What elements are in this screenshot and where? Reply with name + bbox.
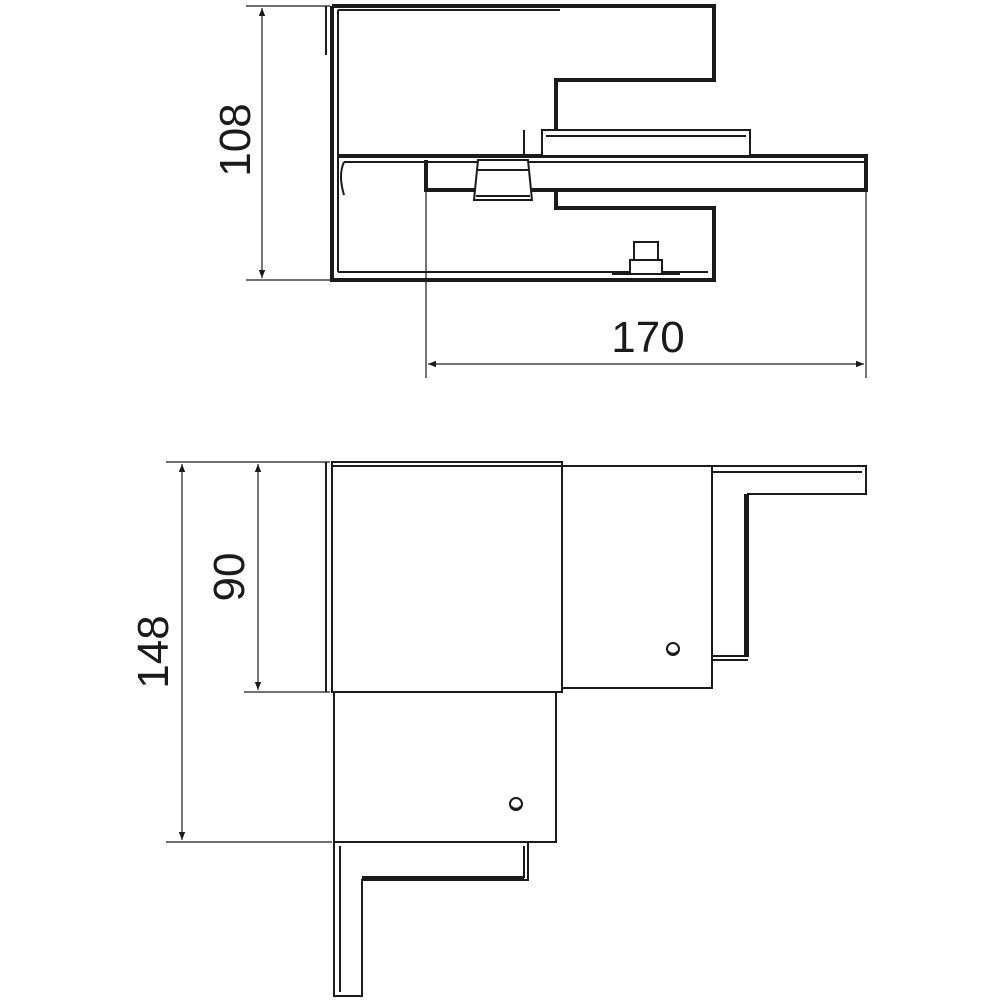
dim-108-label: 108 [211,103,260,176]
bottom-right-screw-detail [667,650,679,655]
top-clip [472,130,534,201]
top-housing-outline [330,6,716,282]
top-fastener [612,241,680,275]
dim-170: 170 [425,192,867,378]
dim-90-label: 90 [205,553,254,602]
dim-170-label: 170 [611,313,684,362]
bottom-lower-screw-detail [510,805,522,810]
bottom-view: 90 148 [129,461,867,997]
dim-90: 90 [205,461,330,693]
top-view: 108 170 [211,4,868,378]
dim-148-label: 148 [129,615,178,688]
top-rail-curl [340,161,345,196]
bottom-right-rail [712,465,867,657]
dim-108: 108 [211,5,330,281]
bottom-lower-rail [333,842,529,997]
bottom-right-arm [561,465,713,689]
bottom-lower-arm [333,691,557,843]
bottom-corner-box [331,461,563,693]
dim-148: 148 [129,461,332,843]
top-housing-top [332,4,716,130]
top-cover-plate [541,129,751,157]
